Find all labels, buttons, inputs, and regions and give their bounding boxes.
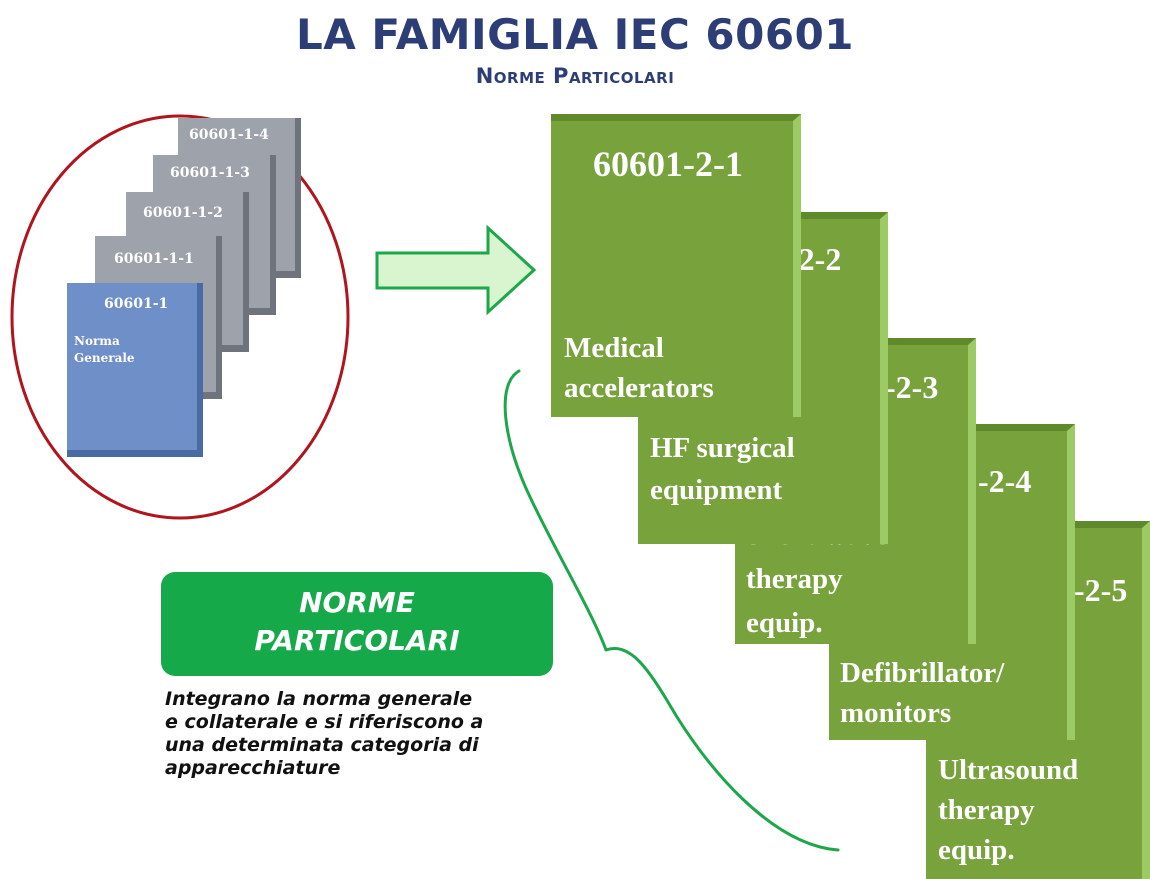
block-2-1: 60601-2-1 Medical accelerators [551,114,801,417]
description-line: e collaterale e si riferiscono a [165,711,484,733]
norme-particolari-box [161,572,553,676]
block-desc-line2: therapy [746,563,843,595]
block-label: 60601-1 [104,296,169,312]
block-label: 60601-1-3 [170,165,250,181]
page-subtitle: Norme Particolari [475,64,675,88]
description-line: apparecchiature [165,757,341,779]
block-sublabel-line2: Generale [74,351,135,365]
block-label: 60601-1-4 [189,127,269,143]
description-line: una determinata categoria di [165,734,479,756]
block-desc-line3: equip. [938,834,1015,866]
block-desc-line1: HF surgical [650,432,795,464]
block-desc-line2: equipment [650,474,783,506]
block-label: 60601-1-2 [143,205,223,221]
block-desc-line2: monitors [840,697,952,729]
norme-particolari-title: NORME PARTICOLARI [161,584,553,660]
page-title: LA FAMIGLIA IEC 60601 [295,10,855,59]
block-number: 60601-2-1 [593,144,743,184]
description-line: Integrano la norma generale [165,688,473,710]
block-desc-line1: Defibrillator/ [840,657,1005,689]
block-number: -2-5 [1074,572,1128,608]
block-desc-line2: therapy [938,794,1035,826]
block-number: -2-4 [978,463,1032,499]
block-desc-line1: Ultrasound [938,754,1079,786]
callout-description: Integrano la norma generale e collateral… [165,688,483,780]
block-desc-line2: accelerators [564,372,714,404]
callout-title-line1: NORME [299,586,415,619]
callout-title-line2: PARTICOLARI [254,624,460,657]
block-sublabel-line1: Norma [74,334,120,348]
block-60601-1: 60601-1 Norma Generale [67,283,203,457]
block-desc-line3: equip. [746,607,823,639]
block-label: 60601-1-1 [114,251,194,267]
block-number: -2-3 [885,369,939,405]
block-desc-line1: Medical [564,332,664,364]
